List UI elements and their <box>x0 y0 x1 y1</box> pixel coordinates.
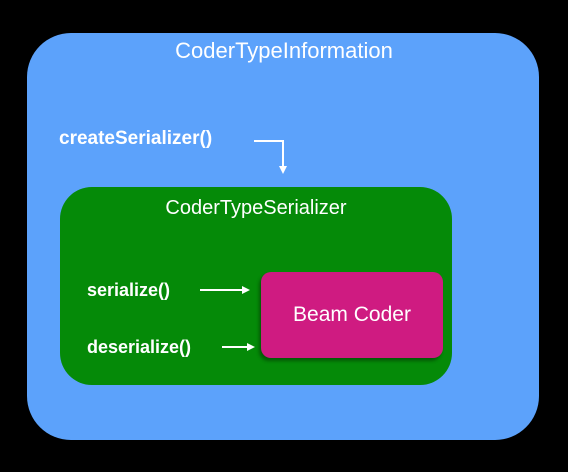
beam-coder-label: Beam Coder <box>293 303 411 326</box>
beam-coder-box <box>261 272 443 358</box>
coder-type-information-title: CoderTypeInformation <box>175 38 393 63</box>
create-serializer-label: createSerializer() <box>59 128 213 149</box>
coder-type-serializer-title: CoderTypeSerializer <box>165 197 347 219</box>
serialize-label: serialize() <box>87 280 171 300</box>
deserialize-label: deserialize() <box>87 337 192 357</box>
